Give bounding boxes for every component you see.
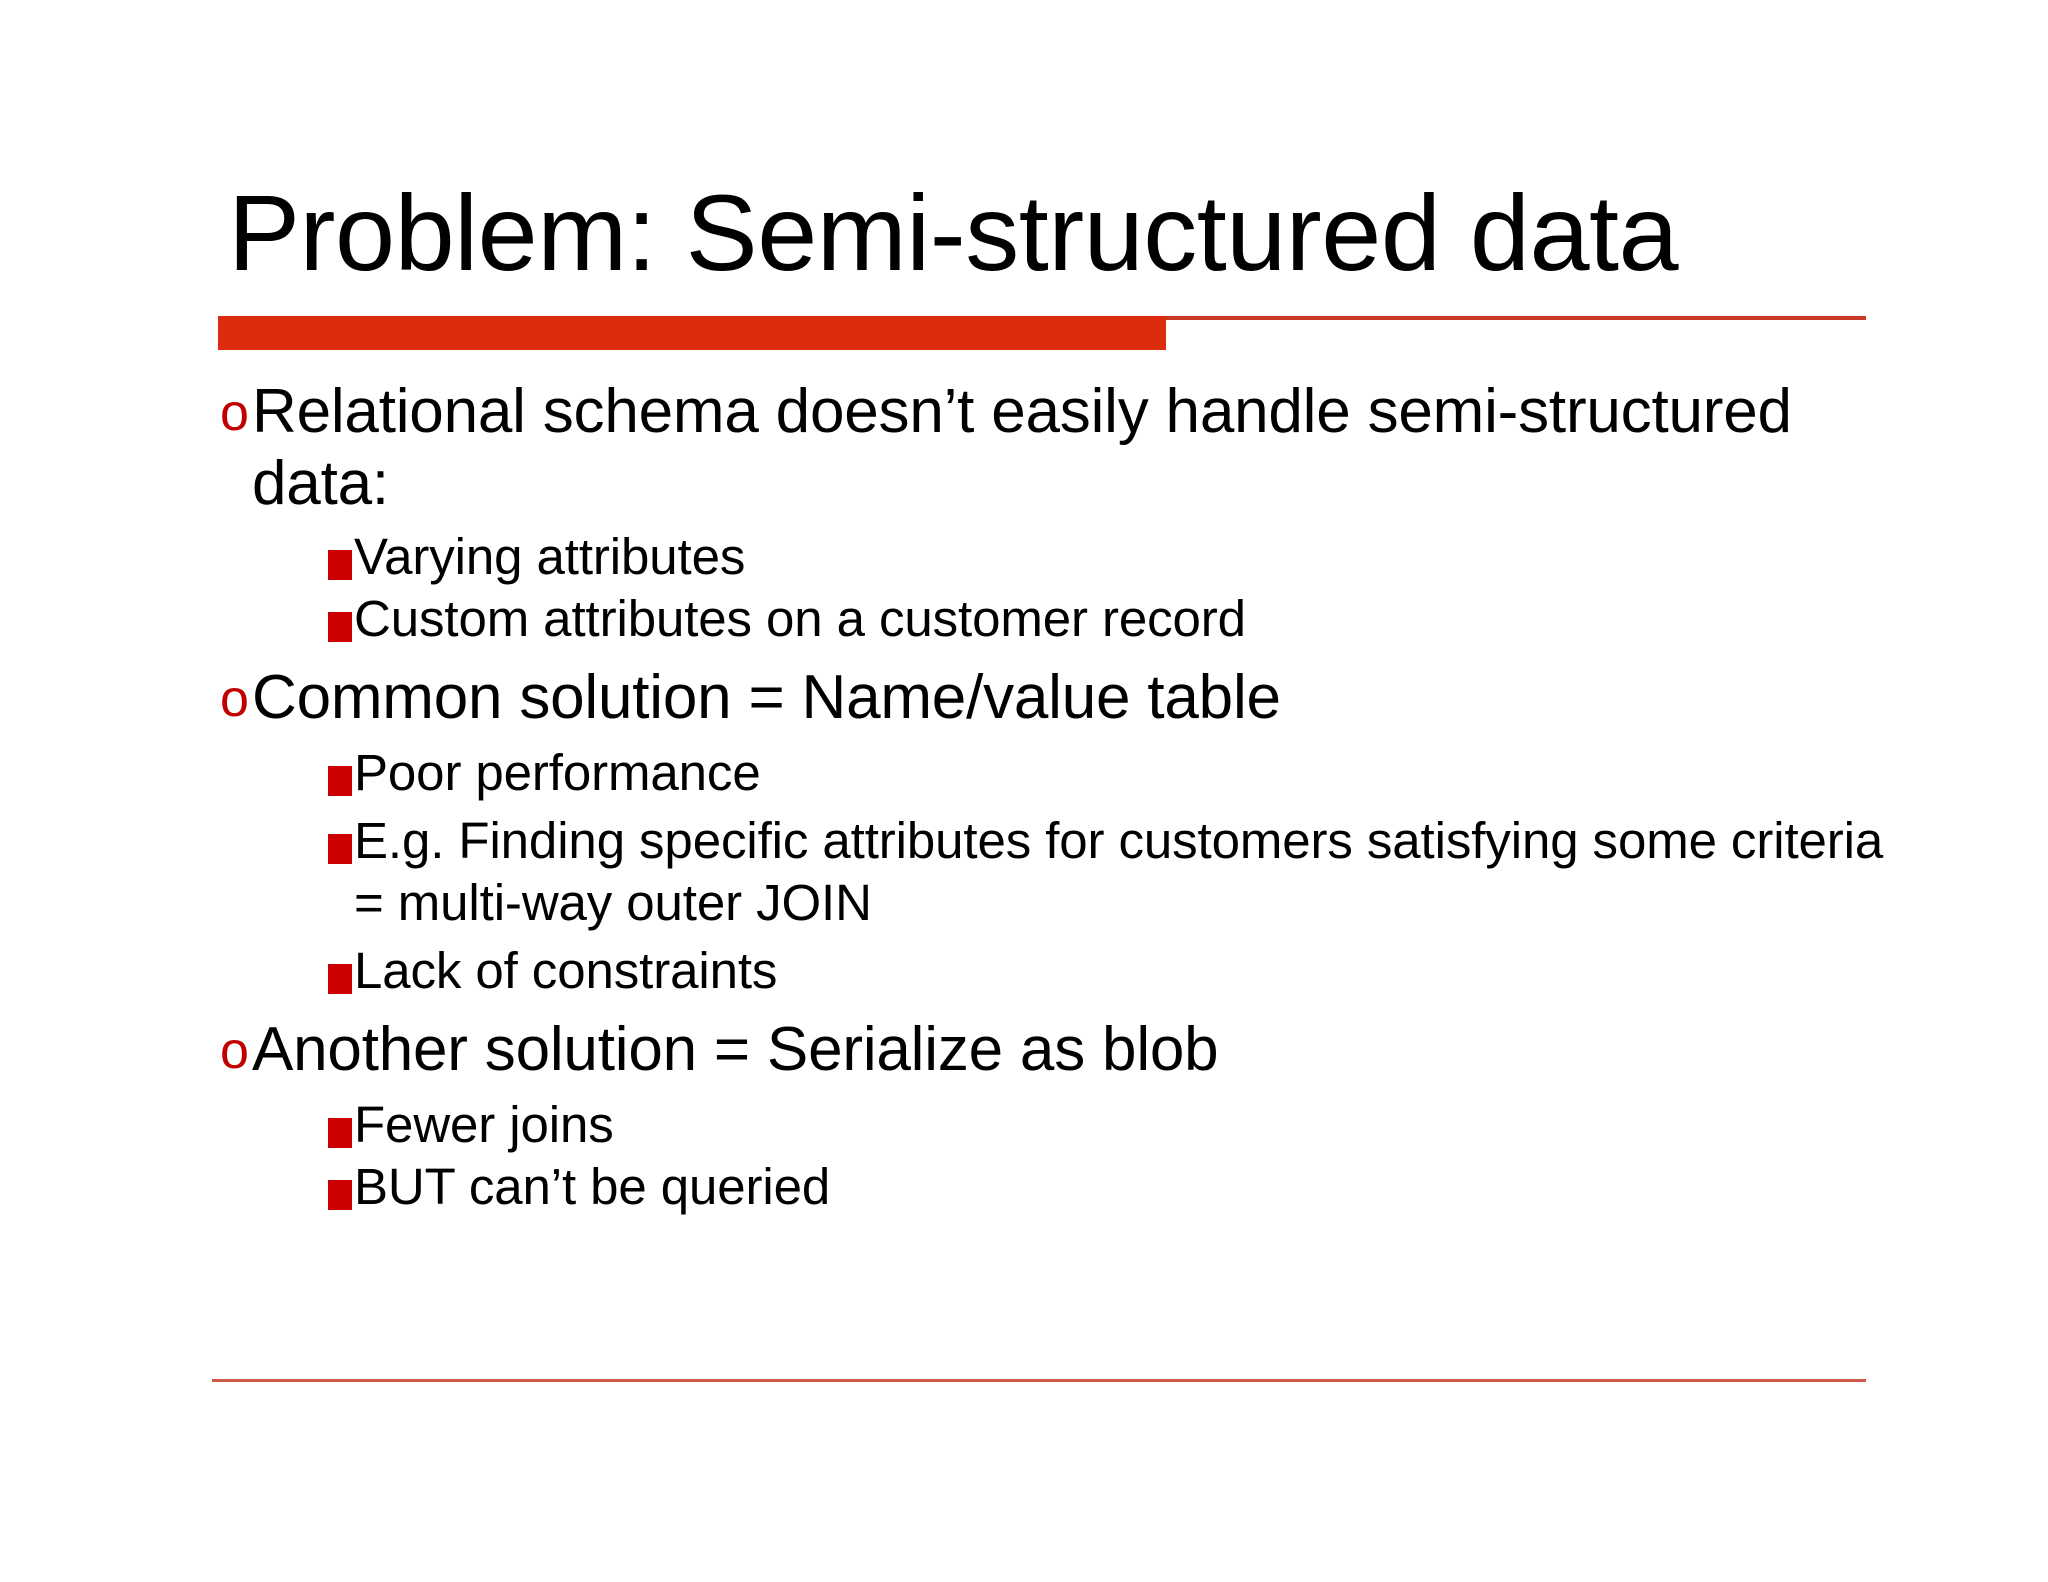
list-item-label: Varying attributes [354, 528, 746, 585]
level2-bullet-marker-icon [200, 940, 352, 994]
level2-bullet-marker-icon [200, 810, 352, 864]
level2-bullet-marker-icon [200, 1094, 352, 1148]
slide-title: Problem: Semi-structured data [228, 172, 1679, 293]
list-item: E.g. Finding specific attributes for cus… [200, 810, 1920, 934]
level2-bullet-marker-icon [200, 588, 352, 642]
list-item-label: Fewer joins [354, 1096, 614, 1153]
level1-bullet-marker-icon: o [220, 670, 249, 728]
slide-body-bullet-list: o Relational schema doesn’t easily handl… [200, 376, 1920, 1218]
list-item-label: E.g. Finding specific attributes for cus… [354, 812, 1884, 931]
list-item: o Another solution = Serialize as blob [200, 1014, 1920, 1088]
list-item-label: Lack of constraints [354, 942, 778, 999]
level2-bullet-marker-icon [200, 526, 352, 580]
title-rule-thick-bar [218, 316, 1166, 350]
footer-rule [212, 1379, 1866, 1382]
list-item: BUT can’t be queried [200, 1156, 1920, 1218]
list-item: Poor performance [200, 742, 1920, 804]
list-item: Custom attributes on a customer record [200, 588, 1920, 650]
list-item: Lack of constraints [200, 940, 1920, 1002]
spacer [200, 1002, 1920, 1014]
title-underline-rule [218, 316, 1866, 350]
level2-bullet-marker-icon [200, 1156, 352, 1210]
level1-bullet-marker-icon: o [220, 1022, 249, 1080]
list-item: o Relational schema doesn’t easily handl… [200, 376, 1920, 520]
list-item-label: Custom attributes on a customer record [354, 590, 1246, 647]
list-item: o Common solution = Name/value table [200, 662, 1920, 736]
list-item: Varying attributes [200, 526, 1920, 588]
list-item-label: Another solution = Serialize as blob [252, 1015, 1219, 1084]
list-item-label: Relational schema doesn’t easily handle … [252, 377, 1792, 518]
list-item-label: Common solution = Name/value table [252, 663, 1281, 732]
list-item-label: Poor performance [354, 744, 761, 801]
level2-bullet-marker-icon [200, 742, 352, 796]
level1-bullet-marker-icon: o [220, 384, 249, 442]
list-item-label: BUT can’t be queried [354, 1158, 831, 1215]
spacer [200, 650, 1920, 662]
list-item: Fewer joins [200, 1094, 1920, 1156]
